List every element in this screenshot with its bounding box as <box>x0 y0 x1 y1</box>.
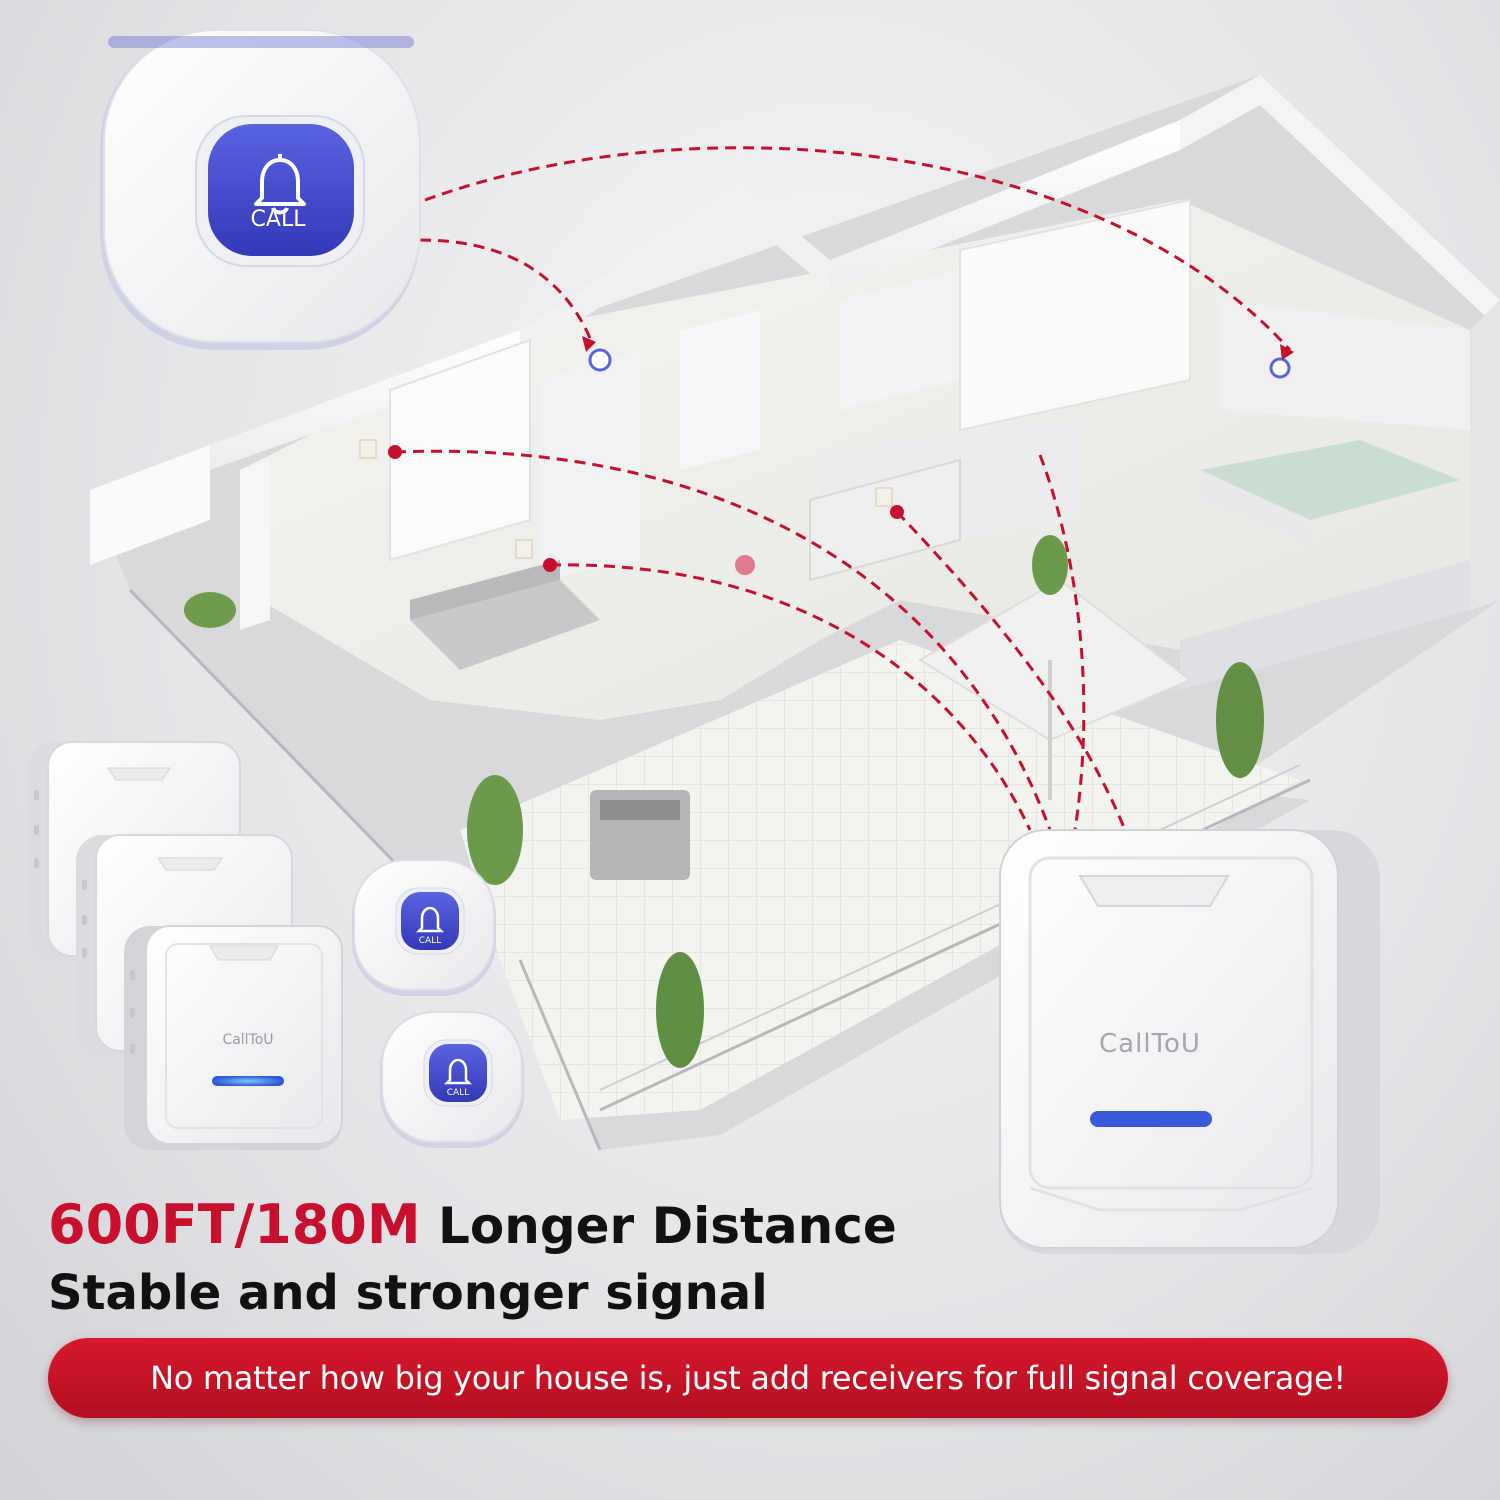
call-button-label-small-1: CALL <box>419 936 441 946</box>
plant-decoration <box>184 535 1264 1068</box>
bell-icon <box>254 154 306 215</box>
bell-icon <box>443 1058 473 1085</box>
call-button-device-large: CALL <box>100 29 421 350</box>
call-button-label-small-2: CALL <box>447 1088 469 1098</box>
receiver-stack: CallToU <box>28 741 343 1150</box>
signal-dots <box>388 336 1294 572</box>
receiver-large: CallToU <box>999 829 1380 1254</box>
coverage-banner-text: No matter how big your house is, just ad… <box>150 1359 1346 1397</box>
mounted-receiver-markers <box>359 348 1291 559</box>
indicator-light-small <box>212 1076 284 1086</box>
signal-lines <box>394 146 1292 831</box>
headline-rest: Longer Distance <box>438 1197 897 1255</box>
receiver-brand-small: CallToU <box>222 1032 273 1048</box>
call-button-device-small-2: CALL <box>380 1011 524 1148</box>
coverage-banner: No matter how big your house is, just ad… <box>48 1338 1448 1418</box>
call-button-label: CALL <box>251 207 307 232</box>
bell-icon <box>415 906 445 933</box>
call-button-device-small-1: CALL <box>352 859 496 996</box>
headline: 600FT/180M Longer Distance <box>48 1192 897 1259</box>
indicator-light-large <box>1090 1111 1212 1127</box>
receiver-front: CallToU <box>124 925 343 1150</box>
subline: Stable and stronger signal <box>48 1265 768 1321</box>
range-highlight: 600FT/180M <box>48 1193 421 1256</box>
receiver-brand-large: CallToU <box>1099 1029 1201 1059</box>
